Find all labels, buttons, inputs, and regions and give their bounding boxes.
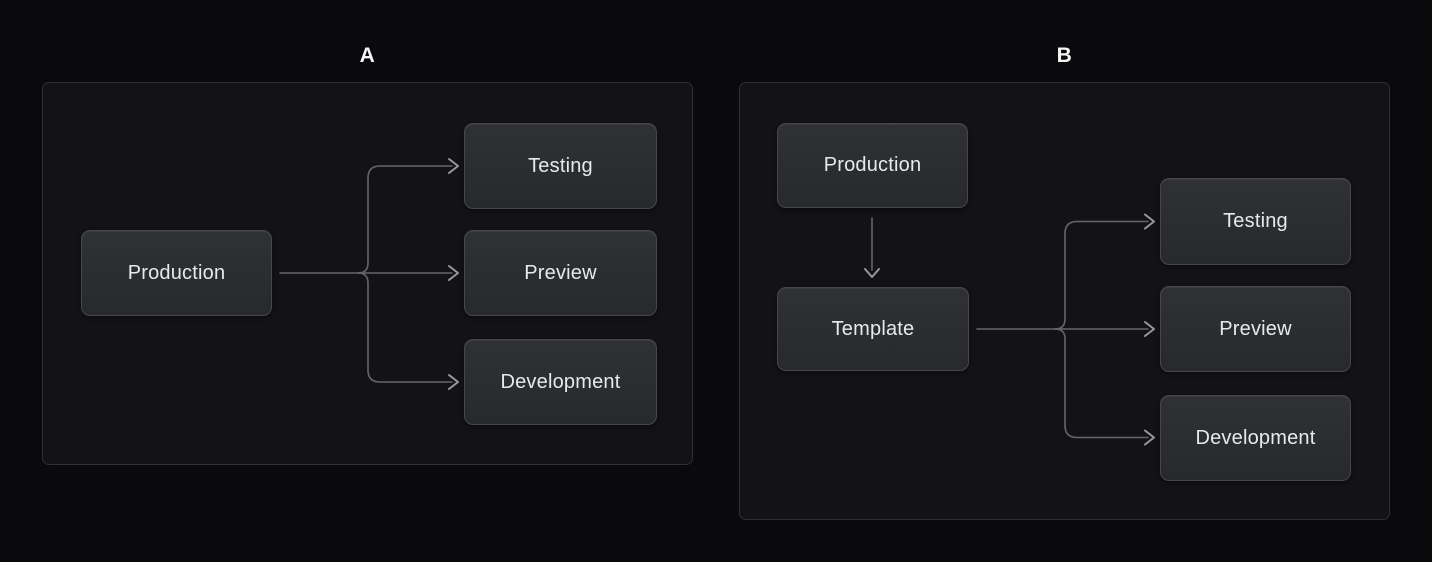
node-b-testing: Testing	[1160, 178, 1351, 265]
node-b-preview-label: Preview	[1219, 317, 1292, 340]
node-b-testing-label: Testing	[1223, 210, 1288, 232]
node-b-preview: Preview	[1160, 286, 1351, 372]
node-a-production: Production	[81, 230, 272, 316]
node-a-development: Development	[464, 339, 657, 425]
node-b-template: Template	[777, 287, 969, 371]
node-b-template-label: Template	[831, 317, 915, 340]
node-a-preview-label: Preview	[524, 261, 597, 284]
node-b-production: Production	[777, 123, 968, 208]
node-b-development-label: Development	[1195, 426, 1316, 449]
node-a-production-label: Production	[127, 261, 226, 284]
node-b-development: Development	[1160, 395, 1351, 481]
node-a-testing: Testing	[464, 123, 657, 209]
node-a-development-label: Development	[500, 370, 621, 393]
node-b-production-label: Production	[823, 154, 922, 176]
node-a-testing-label: Testing	[528, 154, 593, 177]
diagram-a-label: A	[359, 44, 376, 67]
diagram-b-label: B	[1056, 44, 1073, 67]
node-a-preview: Preview	[464, 230, 657, 316]
